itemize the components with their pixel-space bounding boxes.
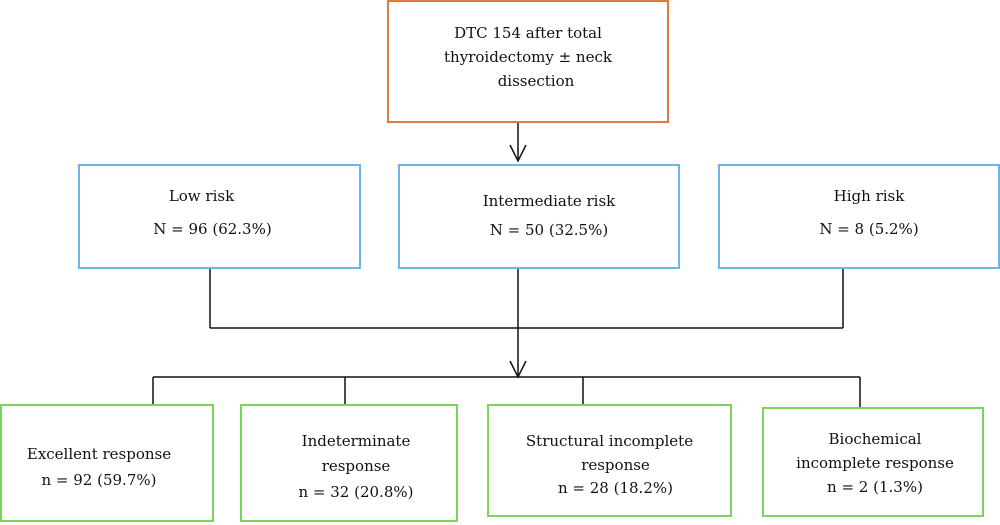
- biochemical-response-label-1: Biochemical: [828, 430, 922, 448]
- biochemical-response-count: n = 2 (1.3%): [827, 478, 923, 496]
- biochemical-incomplete-response-box: Biochemical incomplete response n = 2 (1…: [762, 407, 984, 517]
- intermediate-risk-count: N = 50 (32.5%): [489, 221, 609, 239]
- high-risk-label: High risk: [833, 187, 905, 205]
- indeterminate-response-label-1: Indeterminate: [301, 432, 411, 450]
- top-line-2: thyroidectomy ± neck: [444, 48, 612, 66]
- excellent-response-count: n = 92 (59.7%): [41, 471, 157, 489]
- intermediate-risk-box: Intermediate risk N = 50 (32.5%): [398, 164, 680, 269]
- intermediate-risk-label: Intermediate risk: [482, 192, 616, 210]
- biochemical-response-label-2: incomplete response: [796, 454, 954, 472]
- indeterminate-response-label-2: response: [321, 457, 391, 475]
- structural-response-label-1: Structural incomplete: [525, 432, 694, 450]
- top-line-3: dissection: [497, 72, 575, 90]
- high-risk-count: N = 8 (5.2%): [819, 220, 919, 238]
- indeterminate-response-box: Indeterminate response n = 32 (20.8%): [240, 404, 458, 522]
- low-risk-count: N = 96 (62.3%): [153, 220, 272, 238]
- structural-response-label-2: response: [581, 456, 650, 474]
- arrowhead-top: [509, 144, 527, 163]
- excellent-response-box: Excellent response n = 92 (59.7%): [0, 404, 214, 522]
- excellent-response-label: Excellent response: [26, 445, 172, 463]
- low-risk-box: Low risk N = 96 (62.3%): [78, 164, 361, 269]
- high-risk-box: High risk N = 8 (5.2%): [718, 164, 1000, 269]
- indeterminate-response-count: n = 32 (20.8%): [298, 483, 414, 501]
- structural-incomplete-response-box: Structural incomplete response n = 28 (1…: [487, 404, 732, 517]
- low-risk-label: Low risk: [168, 187, 235, 205]
- structural-response-count: n = 28 (18.2%): [558, 479, 673, 497]
- top-line-1: DTC 154 after total: [454, 24, 602, 42]
- top-box: DTC 154 after total thyroidectomy ± neck…: [387, 0, 669, 123]
